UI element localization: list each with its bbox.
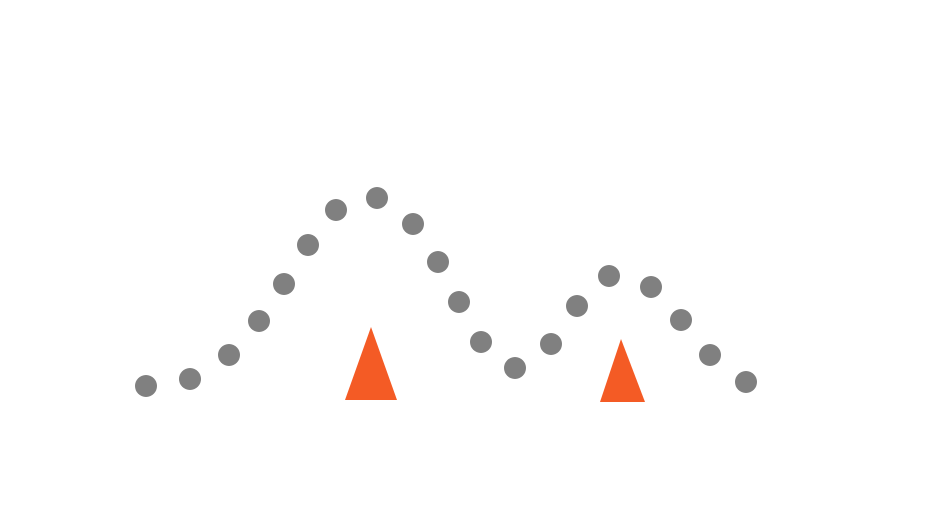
- circle-dot-icon: [325, 199, 347, 221]
- circle-dot-icon: [273, 273, 295, 295]
- circle-dot-icon: [179, 368, 201, 390]
- circle-dot-icon: [218, 344, 240, 366]
- circle-dot-icon: [699, 344, 721, 366]
- circle-dot-icon: [670, 309, 692, 331]
- circle-dot-icon: [504, 357, 526, 379]
- triangle-marker-icon: [600, 339, 645, 402]
- circle-dot-icon: [566, 295, 588, 317]
- circle-dot-icon: [427, 251, 449, 273]
- circle-dot-icon: [735, 371, 757, 393]
- circle-dot-icon: [135, 375, 157, 397]
- circle-dot-icon: [297, 234, 319, 256]
- circle-dot-icon: [598, 265, 620, 287]
- circle-dot-icon: [402, 213, 424, 235]
- circle-dot-icon: [470, 331, 492, 353]
- circle-dot-icon: [540, 333, 562, 355]
- circle-dot-icon: [640, 276, 662, 298]
- triangle-marker-icon: [345, 327, 397, 400]
- peak-markers: [345, 327, 645, 402]
- circle-dot-icon: [248, 310, 270, 332]
- circle-dot-icon: [448, 291, 470, 313]
- dotted-curve: [135, 187, 757, 397]
- circle-dot-icon: [366, 187, 388, 209]
